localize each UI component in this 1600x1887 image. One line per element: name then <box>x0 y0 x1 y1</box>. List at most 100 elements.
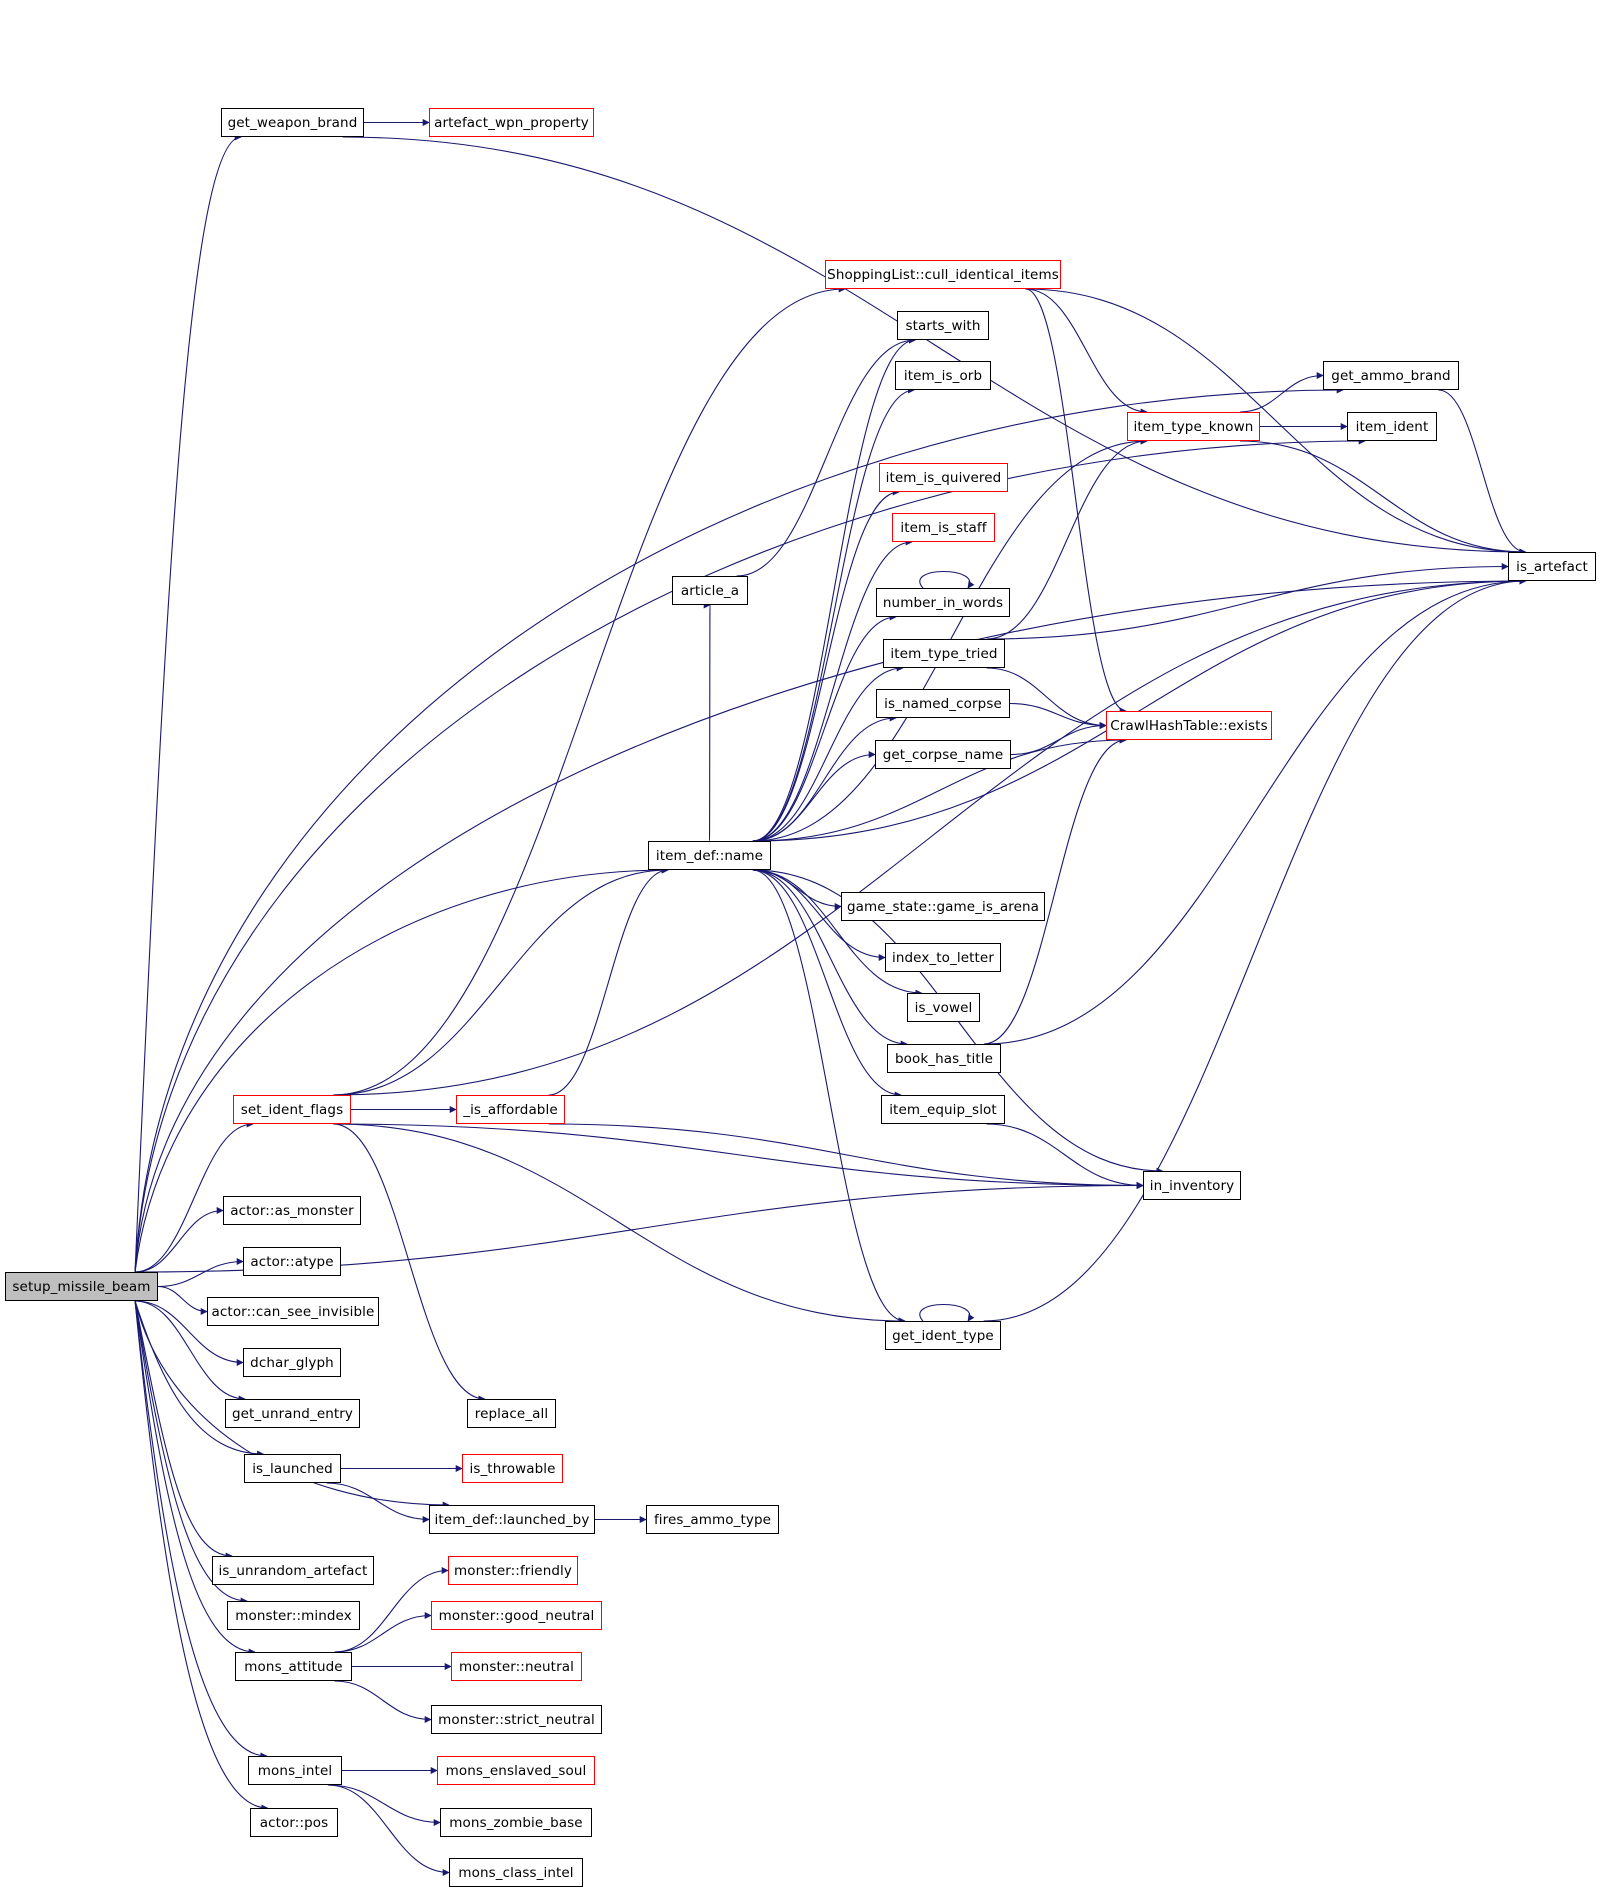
edge-setup-missile-beam-to-set-ident-flags <box>135 1120 254 1273</box>
node-label: is_throwable <box>469 1460 556 1477</box>
node-label: is_artefact <box>1516 558 1588 575</box>
graph-node-actor-as-monster[interactable]: actor::as_monster <box>223 1196 361 1225</box>
node-label: CrawlHashTable::exists <box>1110 717 1268 734</box>
edge-shoppinglist-cull-to-is-artefact <box>1025 288 1527 556</box>
graph-node-get-weapon-brand[interactable]: get_weapon_brand <box>221 108 364 137</box>
edge-setup-missile-beam-to-get-unrand-entry <box>135 1300 246 1403</box>
edge-item-def-name-to-is-vowel <box>752 869 923 997</box>
edge-set-ident-flags-to-get-ident-type <box>333 1123 906 1325</box>
node-label: mons_class_intel <box>458 1864 574 1881</box>
edge-item-def-name-to-crawlhashtable-exists <box>752 736 1127 842</box>
node-label: in_inventory <box>1149 1177 1235 1194</box>
graph-node-in-inventory[interactable]: in_inventory <box>1143 1171 1241 1200</box>
graph-node-artefact-wpn-property[interactable]: artefact_wpn_property <box>429 108 594 137</box>
edge-item-def-name-to-article-a <box>703 604 711 842</box>
edge-book-has-title-to-is-artefact <box>983 577 1527 1045</box>
edge-is-affordable-to-in-inventory <box>548 1123 1144 1189</box>
edge-get-ident-type-to-is-artefact <box>983 577 1527 1322</box>
graph-node-get-ident-type[interactable]: get_ident_type <box>885 1321 1001 1350</box>
graph-node-is-throwable[interactable]: is_throwable <box>462 1454 563 1483</box>
graph-node-crawlhashtable-exists[interactable]: CrawlHashTable::exists <box>1106 711 1272 740</box>
graph-node-game-is-arena[interactable]: game_state::game_is_arena <box>841 892 1045 921</box>
graph-node-item-def-launched-by[interactable]: item_def::launched_by <box>429 1505 595 1534</box>
edge-set-ident-flags-to-shoppinglist-cull <box>333 285 846 1096</box>
node-label: _is_affordable <box>463 1101 558 1118</box>
graph-node-item-def-name[interactable]: item_def::name <box>648 841 771 870</box>
graph-node-fires-ammo-type[interactable]: fires_ammo_type <box>646 1505 779 1534</box>
edge-item-def-name-to-item-type-tried <box>752 664 904 842</box>
graph-node-shoppinglist-cull[interactable]: ShoppingList::cull_identical_items <box>825 260 1061 289</box>
edge-item-type-tried-to-item-type-known <box>986 437 1148 640</box>
graph-node-monster-strict-neutral[interactable]: monster::strict_neutral <box>431 1705 602 1734</box>
edge-get-weapon-brand-to-is-artefact <box>342 136 1527 556</box>
graph-node-actor-atype[interactable]: actor::atype <box>243 1247 341 1276</box>
edge-set-ident-flags-to-is-artefact <box>333 577 1527 1096</box>
graph-node-starts-with[interactable]: starts_with <box>897 311 989 340</box>
graph-node-get-corpse-name[interactable]: get_corpse_name <box>875 740 1011 769</box>
graph-node-is-named-corpse[interactable]: is_named_corpse <box>876 689 1010 718</box>
edge-item-def-name-to-get-ident-type <box>752 869 906 1325</box>
node-label: monster::strict_neutral <box>438 1711 595 1728</box>
edge-item-def-name-to-starts-with <box>752 336 917 842</box>
node-label: get_ident_type <box>892 1327 994 1344</box>
edge-setup-missile-beam-to-item-def-launched-by <box>134 1300 450 1509</box>
graph-node-get-ammo-brand[interactable]: get_ammo_brand <box>1323 361 1459 390</box>
node-label: item_is_orb <box>903 367 983 384</box>
graph-node-item-ident[interactable]: item_ident <box>1347 412 1437 441</box>
node-label: get_corpse_name <box>882 746 1004 763</box>
graph-node-set-ident-flags[interactable]: set_ident_flags <box>233 1095 351 1124</box>
graph-node-item-type-known[interactable]: item_type_known <box>1127 412 1260 441</box>
node-label: item_def::launched_by <box>434 1511 590 1528</box>
graph-node-index-to-letter[interactable]: index_to_letter <box>885 943 1001 972</box>
edge-item-type-known-to-get-ammo-brand <box>1240 372 1324 413</box>
graph-node-mons-class-intel[interactable]: mons_class_intel <box>449 1858 583 1887</box>
edge-item-type-known-to-is-artefact <box>1240 440 1527 556</box>
graph-node-is-vowel[interactable]: is_vowel <box>907 993 980 1022</box>
graph-node-is-artefact[interactable]: is_artefact <box>1508 552 1596 581</box>
graph-node-replace-all[interactable]: replace_all <box>467 1399 556 1428</box>
graph-node-mons-intel[interactable]: mons_intel <box>248 1756 342 1785</box>
graph-node-item-is-orb[interactable]: item_is_orb <box>895 361 991 390</box>
edge-item-def-name-to-get-corpse-name <box>752 751 876 842</box>
graph-node-mons-enslaved-soul[interactable]: mons_enslaved_soul <box>437 1756 595 1785</box>
graph-node-actor-pos[interactable]: actor::pos <box>250 1808 338 1837</box>
edge-setup-missile-beam-to-mons-attitude <box>134 1300 256 1656</box>
graph-node-is-launched[interactable]: is_launched <box>244 1454 341 1483</box>
node-label: book_has_title <box>894 1050 994 1067</box>
graph-node-book-has-title[interactable]: book_has_title <box>887 1044 1001 1073</box>
edge-item-def-name-to-number-in-words <box>752 613 897 842</box>
node-label: mons_intel <box>257 1762 333 1779</box>
graph-node-item-equip-slot[interactable]: item_equip_slot <box>881 1095 1005 1124</box>
node-label: item_ident <box>1355 418 1429 435</box>
graph-node-mons-zombie-base[interactable]: mons_zombie_base <box>440 1808 592 1837</box>
node-label: is_launched <box>252 1460 333 1477</box>
graph-node-setup-missile-beam[interactable]: setup_missile_beam <box>5 1272 158 1301</box>
graph-node-item-is-staff[interactable]: item_is_staff <box>892 513 995 542</box>
graph-node-item-is-quivered[interactable]: item_is_quivered <box>879 463 1008 492</box>
node-label: ShoppingList::cull_identical_items <box>827 266 1059 283</box>
graph-node-actor-can-see-invisible[interactable]: actor::can_see_invisible <box>207 1297 379 1326</box>
graph-node-is-unrandom-artefact[interactable]: is_unrandom_artefact <box>212 1556 374 1585</box>
node-label: monster::neutral <box>459 1658 574 1675</box>
graph-node-get-unrand-entry[interactable]: get_unrand_entry <box>225 1399 360 1428</box>
graph-node-monster-friendly[interactable]: monster::friendly <box>448 1556 578 1585</box>
graph-node-is-affordable[interactable]: _is_affordable <box>456 1095 565 1124</box>
graph-node-item-type-tried[interactable]: item_type_tried <box>883 639 1005 668</box>
graph-node-number-in-words[interactable]: number_in_words <box>876 588 1010 617</box>
node-label: mons_enslaved_soul <box>445 1762 587 1779</box>
edge-number-in-words-to-number-in-words <box>919 570 975 589</box>
graph-node-monster-neutral[interactable]: monster::neutral <box>451 1652 582 1681</box>
edge-set-ident-flags-to-replace-all <box>333 1123 486 1403</box>
edge-article-a-to-starts-with <box>736 336 917 577</box>
edge-book-has-title-to-crawlhashtable-exists <box>983 736 1127 1045</box>
node-label: mons_zombie_base <box>449 1814 583 1831</box>
node-label: is_unrandom_artefact <box>218 1562 368 1579</box>
edge-setup-missile-beam-to-monster-mindex <box>134 1300 248 1605</box>
node-label: item_equip_slot <box>889 1101 997 1118</box>
edge-is-affordable-to-item-def-name <box>548 866 669 1096</box>
graph-node-article-a[interactable]: article_a <box>672 576 748 605</box>
graph-node-monster-good-neutral[interactable]: monster::good_neutral <box>431 1601 602 1630</box>
graph-node-mons-attitude[interactable]: mons_attitude <box>235 1652 352 1681</box>
graph-node-dchar-glyph[interactable]: dchar_glyph <box>243 1348 341 1377</box>
graph-node-monster-mindex[interactable]: monster::mindex <box>227 1601 360 1630</box>
